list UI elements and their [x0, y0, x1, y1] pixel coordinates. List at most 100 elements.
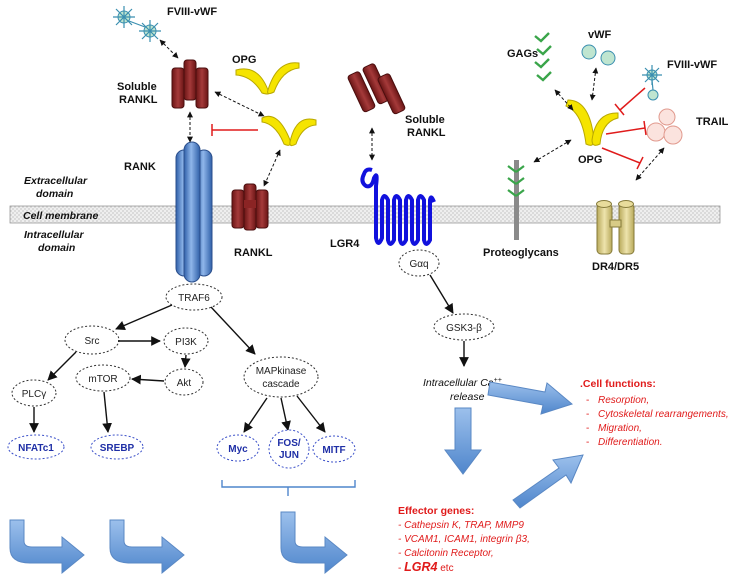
inhibit-opg-rank — [211, 124, 258, 136]
dr4-dr5-receptor — [596, 200, 635, 255]
intracellular-label-line2: domain — [38, 242, 75, 254]
calcium-release-label: Intracellular Ca++ release — [423, 377, 502, 403]
tf-srebp: SREBP — [90, 434, 144, 460]
lgr4-label: LGR4 — [330, 238, 360, 250]
soluble-rankl-mid-line2: RANKL — [407, 127, 446, 139]
tf-myc: Myc — [216, 434, 260, 462]
bottom-arrow-3 — [280, 511, 348, 575]
proteoglycan-shape — [507, 160, 525, 240]
fviii-vwf-left-icon — [113, 6, 161, 42]
arrow-fviii-rankl-left — [159, 39, 179, 59]
node-pi3k: PI3K — [163, 327, 209, 355]
svg-text:cascade: cascade — [262, 379, 300, 390]
node-mapkinase-cascade: MAPkinase cascade — [243, 356, 319, 398]
svg-text:Differentiation.: Differentiation. — [598, 437, 662, 448]
intracellular-label-line1: Intracellular — [24, 229, 84, 241]
node-gaq: Gαq — [398, 249, 440, 277]
svg-text:Akt: Akt — [177, 378, 192, 389]
node-traf6: TRAF6 — [165, 283, 223, 311]
svg-text:Intracellular Ca++: Intracellular Ca++ — [423, 377, 502, 389]
vwf-label: vWF — [588, 29, 612, 41]
svg-text:Resorption,: Resorption, — [598, 395, 649, 406]
arrow-rankl-opg — [214, 91, 265, 117]
node-plc: PLCγ — [11, 379, 57, 407]
svg-text:-: - — [586, 423, 589, 434]
svg-text:NFATc1: NFATc1 — [18, 443, 54, 454]
lgr4-receptor — [360, 167, 436, 246]
svg-text:SREBP: SREBP — [100, 443, 135, 454]
bottom-arrow-1 — [9, 519, 85, 575]
svg-text:PLCγ: PLCγ — [22, 389, 46, 400]
svg-text:- Calcitonin Receptor,: - Calcitonin Receptor, — [398, 548, 494, 559]
inhibit-opg-dr — [601, 147, 644, 170]
cell-functions-block: .Cell functions: - Resorption, - Cytoske… — [580, 378, 729, 448]
node-src: Src — [64, 325, 120, 355]
arrow-opg-membrane-rankl — [263, 149, 281, 187]
soluble-rankl-mid-line1: Soluble — [405, 114, 445, 126]
trail-shapes — [646, 108, 683, 145]
node-gsk3b: GSK3-β — [433, 313, 495, 341]
proteoglycans-label: Proteoglycans — [483, 247, 559, 259]
soluble-rankl-left-line1: Soluble — [117, 81, 157, 93]
svg-text:MAPkinase: MAPkinase — [256, 366, 307, 377]
rank-label: RANK — [124, 161, 156, 173]
pathway-arrows-mid — [429, 274, 469, 367]
effector-genes-block: Effector genes: - Cathepsin K, TRAP, MMP… — [398, 505, 530, 574]
opg-mid-shape — [261, 115, 317, 147]
svg-text:-: - — [586, 437, 589, 448]
fviii-vwf-right-icon — [642, 65, 662, 101]
rank-receptor — [175, 141, 213, 283]
svg-text:Myc: Myc — [228, 444, 248, 455]
opg-top-shape — [235, 62, 300, 95]
fviii-vwf-left-label: FVIII-vWF — [167, 6, 217, 18]
svg-text:Gαq: Gαq — [409, 259, 428, 270]
svg-text:JUN: JUN — [279, 450, 299, 461]
arrow-effectors-to-functions — [512, 454, 584, 509]
svg-text:-: - — [586, 409, 589, 420]
opg-top-label: OPG — [232, 54, 256, 66]
svg-text:TRAF6: TRAF6 — [178, 293, 210, 304]
svg-text:GSK3-β: GSK3-β — [446, 323, 482, 334]
opg-right-shape — [565, 99, 619, 146]
svg-text:.Cell functions:: .Cell functions: — [580, 378, 656, 390]
membrane-rankl — [231, 183, 269, 231]
extracellular-label-line1: Extracellular — [24, 175, 88, 187]
svg-text:MITF: MITF — [322, 445, 345, 456]
soluble-rankl-left-line2: RANKL — [119, 94, 158, 106]
tf-fos-jun: FOS/ JUN — [268, 429, 310, 469]
svg-text:-: - — [586, 395, 589, 406]
soluble-rankl-mid — [347, 63, 406, 115]
fviii-vwf-right-label: FVIII-vWF — [667, 59, 717, 71]
svg-text:- Cathepsin K, TRAP, MMP9: - Cathepsin K, TRAP, MMP9 — [398, 520, 524, 531]
inhibit-fviii-trail — [614, 87, 646, 116]
vwf-shapes — [581, 44, 616, 66]
bottom-arrow-2 — [109, 519, 185, 575]
soluble-rankl-left — [171, 59, 209, 109]
node-mtor: mTOR — [75, 364, 131, 392]
svg-text:Cytoskeletal rearrangements,: Cytoskeletal rearrangements, — [598, 409, 729, 420]
node-akt: Akt — [164, 368, 204, 396]
svg-text:release: release — [450, 391, 485, 403]
svg-text:mTOR: mTOR — [88, 374, 117, 385]
arrow-calcium-to-effectors — [444, 407, 482, 475]
gags-label: GAGs — [507, 48, 538, 60]
rankl-membrane-label: RANKL — [234, 247, 273, 259]
svg-text:FOS/: FOS/ — [277, 438, 301, 449]
svg-text:Migration,: Migration, — [598, 423, 642, 434]
right-dashed-arrows — [533, 67, 665, 181]
svg-text:PI3K: PI3K — [175, 337, 197, 348]
gags-shapes — [534, 32, 552, 82]
svg-text:Src: Src — [85, 336, 100, 347]
dr4-dr5-label: DR4/DR5 — [592, 261, 639, 273]
svg-text:- VCAM1, ICAM1, integrin β3,: - VCAM1, ICAM1, integrin β3, — [398, 534, 530, 545]
pathway-arrows-left — [29, 304, 326, 433]
cell-membrane-label: Cell membrane — [23, 210, 98, 222]
arrow-calcium-to-functions — [487, 381, 574, 415]
opg-right-label: OPG — [578, 154, 602, 166]
inhibit-opg-trail — [605, 120, 647, 136]
extracellular-label-line2: domain — [36, 188, 73, 200]
svg-text:Effector genes:: Effector genes: — [398, 505, 474, 517]
tf-bracket — [221, 480, 356, 496]
svg-text:- LGR4 etc: - LGR4 etc — [398, 560, 454, 574]
